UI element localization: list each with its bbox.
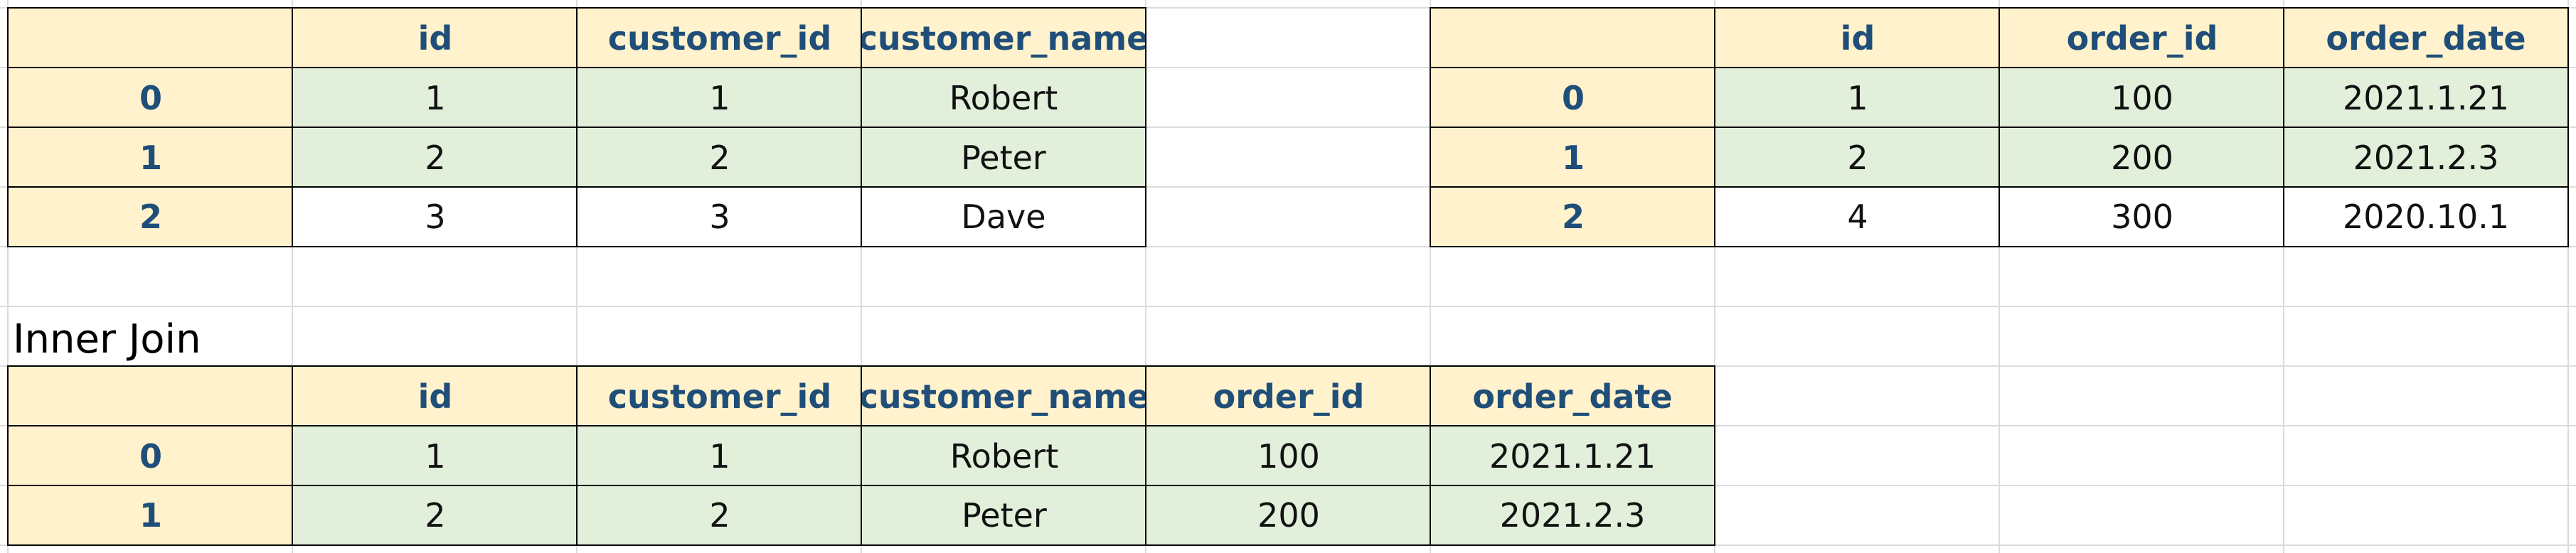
orders-header-order-id[interactable]: order_id: [1998, 7, 2284, 68]
customers-header-id[interactable]: id: [292, 7, 578, 68]
inner-join-row-index[interactable]: 1: [7, 485, 293, 546]
orders-row-index[interactable]: 1: [1430, 127, 1715, 188]
gridline-vertical: [576, 0, 578, 553]
orders-row-index[interactable]: 0: [1430, 67, 1715, 128]
gridline-vertical: [2283, 0, 2284, 553]
gridline-horizontal: [0, 127, 2576, 128]
customers-cell-customer-name[interactable]: Dave: [861, 186, 1146, 247]
orders-cell-id[interactable]: 2: [1714, 127, 2000, 188]
customers-header-customer-name[interactable]: customer_name: [861, 7, 1146, 68]
customers-cell-id[interactable]: 1: [292, 67, 578, 128]
orders-cell-order-id[interactable]: 200: [1998, 127, 2284, 188]
customers-cell-customer-name[interactable]: Robert: [861, 67, 1146, 128]
inner-join-cell-id[interactable]: 2: [292, 485, 578, 546]
inner-join-row-index[interactable]: 0: [7, 425, 293, 486]
customers-cell-customer-name[interactable]: Peter: [861, 127, 1146, 188]
inner-join-header-order-id[interactable]: order_id: [1145, 365, 1431, 426]
orders-cell-order-date[interactable]: 2021.2.3: [2283, 127, 2569, 188]
gridline-vertical: [1998, 0, 2000, 553]
customers-header-index[interactable]: [7, 7, 293, 68]
inner-join-header-order-date[interactable]: order_date: [1430, 365, 1715, 426]
inner-join-cell-customer-name[interactable]: Peter: [861, 485, 1146, 546]
gridline-vertical: [861, 0, 862, 553]
orders-header-order-date[interactable]: order_date: [2283, 7, 2569, 68]
gridline-horizontal: [0, 67, 2576, 68]
customers-row-index[interactable]: 1: [7, 127, 293, 188]
customers-cell-customer-id[interactable]: 1: [576, 67, 862, 128]
gridline-vertical: [1714, 0, 1715, 553]
gridline-horizontal: [0, 306, 2576, 307]
gridline-vertical: [7, 0, 9, 553]
orders-cell-order-date[interactable]: 2020.10.1: [2283, 186, 2569, 247]
inner-join-cell-customer-id[interactable]: 1: [576, 425, 862, 486]
customers-cell-id[interactable]: 3: [292, 186, 578, 247]
customers-cell-customer-id[interactable]: 3: [576, 186, 862, 247]
customers-header-customer-id[interactable]: customer_id: [576, 7, 862, 68]
orders-cell-order-id[interactable]: 100: [1998, 67, 2284, 128]
gridline-vertical: [2567, 0, 2569, 553]
gridline-vertical: [292, 0, 293, 553]
orders-row-index[interactable]: 2: [1430, 186, 1715, 247]
inner-join-header-customer-id[interactable]: customer_id: [576, 365, 862, 426]
inner-join-header-customer-name[interactable]: customer_name: [861, 365, 1146, 426]
customers-cell-customer-id[interactable]: 2: [576, 127, 862, 188]
orders-header-index[interactable]: [1430, 7, 1715, 68]
inner-join-cell-customer-id[interactable]: 2: [576, 485, 862, 546]
gridline-horizontal: [0, 246, 2576, 247]
inner-join-title: Inner Join: [13, 316, 201, 363]
inner-join-cell-order-date[interactable]: 2021.1.21: [1430, 425, 1715, 486]
customers-row-index[interactable]: 2: [7, 186, 293, 247]
orders-cell-order-date[interactable]: 2021.1.21: [2283, 67, 2569, 128]
orders-cell-order-id[interactable]: 300: [1998, 186, 2284, 247]
inner-join-cell-order-date[interactable]: 2021.2.3: [1430, 485, 1715, 546]
gridline-vertical: [1145, 0, 1146, 553]
inner-join-cell-customer-name[interactable]: Robert: [861, 425, 1146, 486]
orders-cell-id[interactable]: 1: [1714, 67, 2000, 128]
inner-join-header-id[interactable]: id: [292, 365, 578, 426]
inner-join-cell-order-id[interactable]: 200: [1145, 485, 1431, 546]
inner-join-cell-id[interactable]: 1: [292, 425, 578, 486]
gridline-horizontal: [0, 7, 2576, 9]
orders-header-id[interactable]: id: [1714, 7, 2000, 68]
gridline-horizontal: [0, 186, 2576, 188]
customers-cell-id[interactable]: 2: [292, 127, 578, 188]
orders-cell-id[interactable]: 4: [1714, 186, 2000, 247]
inner-join-header-index[interactable]: [7, 365, 293, 426]
gridline-vertical: [1430, 0, 1431, 553]
inner-join-cell-order-id[interactable]: 100: [1145, 425, 1431, 486]
customers-row-index[interactable]: 0: [7, 67, 293, 128]
